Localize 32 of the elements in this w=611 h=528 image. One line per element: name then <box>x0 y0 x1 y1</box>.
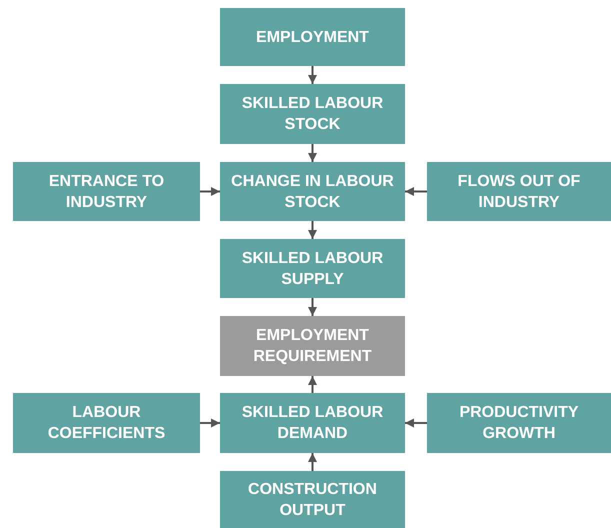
arrow <box>200 418 220 428</box>
arrow <box>405 418 427 428</box>
box-label: PRODUCTIVITY GROWTH <box>458 403 580 444</box>
box-label: SKILLED LABOUR STOCK <box>240 94 384 135</box>
box-label: ENTRANCE TO INDUSTRY <box>48 172 166 212</box>
process-box <box>220 471 405 528</box>
arrow <box>200 187 220 196</box>
arrow <box>308 453 317 471</box>
box-label: FLOWS OUT OF INDUSTRY <box>456 172 582 212</box>
process-box <box>13 162 200 221</box>
box-label: LABOUR COEFFICIENTS <box>46 403 166 444</box>
process-box <box>220 84 405 144</box>
box-label: CONSTRUCTION OUTPUT <box>247 480 378 520</box>
box-label: EMPLOYMENT REQUIREMENT <box>252 326 373 367</box>
box-label: EMPLOYMENT <box>256 28 369 48</box>
process-box <box>220 393 405 453</box>
process-box <box>427 393 611 453</box>
box-label: SKILLED LABOUR SUPPLY <box>240 248 384 290</box>
process-box <box>427 162 611 221</box>
process-box <box>220 316 405 376</box>
arrow <box>308 144 317 162</box>
box-label: SKILLED LABOUR DEMAND <box>240 403 384 444</box>
arrow <box>308 66 317 84</box>
arrow <box>308 376 317 393</box>
process-box <box>13 393 200 453</box>
arrow <box>308 221 317 239</box>
arrow <box>405 187 427 196</box>
process-box <box>220 239 405 298</box>
process-box <box>220 162 405 221</box>
arrow <box>308 298 317 316</box>
process-box <box>220 8 405 66</box>
box-label: CHANGE IN LABOUR STOCK <box>230 172 395 212</box>
